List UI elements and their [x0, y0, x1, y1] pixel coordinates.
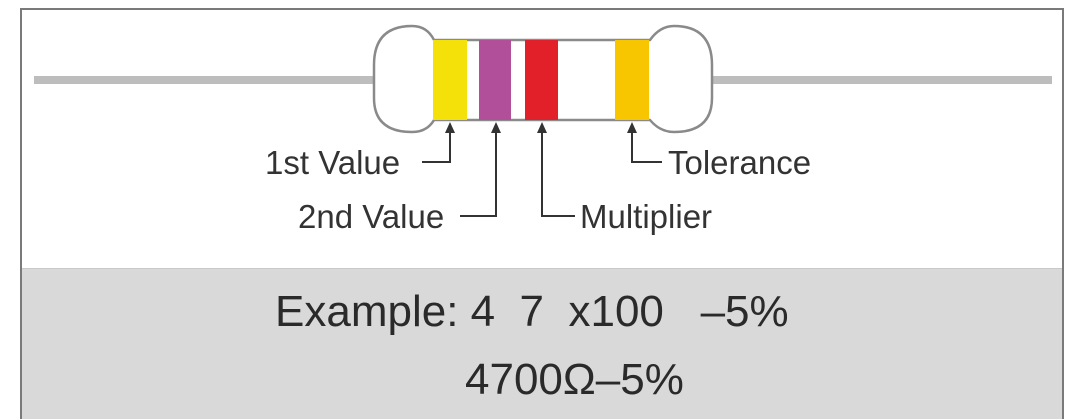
- label-first-value: 1st Value: [265, 144, 400, 181]
- example-panel: Example: 4 7 x100 –5% 4700Ω–5%: [22, 268, 1062, 419]
- pointer-tolerance: [631, 128, 662, 163]
- band-second-value: [479, 40, 511, 120]
- pointer-multiplier: [541, 128, 575, 217]
- example-result: 4700Ω–5%: [465, 355, 684, 404]
- label-multiplier: Multiplier: [580, 198, 712, 235]
- arrowhead-tolerance: [627, 122, 637, 133]
- arrowhead-multiplier: [537, 122, 547, 133]
- arrowhead-first-value: [445, 122, 455, 133]
- resistor-illustration: 1st Value 2nd Value Multiplier Tolerance: [34, 24, 1052, 235]
- resistor-color-code-diagram: 1st Value 2nd Value Multiplier Tolerance…: [20, 8, 1064, 419]
- label-tolerance: Tolerance: [668, 144, 811, 181]
- example-calculation: Example: 4 7 x100 –5%: [275, 287, 789, 336]
- band-multiplier: [525, 40, 558, 120]
- band-tolerance: [615, 40, 649, 120]
- pointer-first-value: [422, 128, 451, 163]
- label-second-value: 2nd Value: [298, 198, 444, 235]
- pointer-second-value: [460, 128, 497, 217]
- band-first-value: [433, 40, 467, 120]
- arrowhead-second-value: [491, 122, 501, 133]
